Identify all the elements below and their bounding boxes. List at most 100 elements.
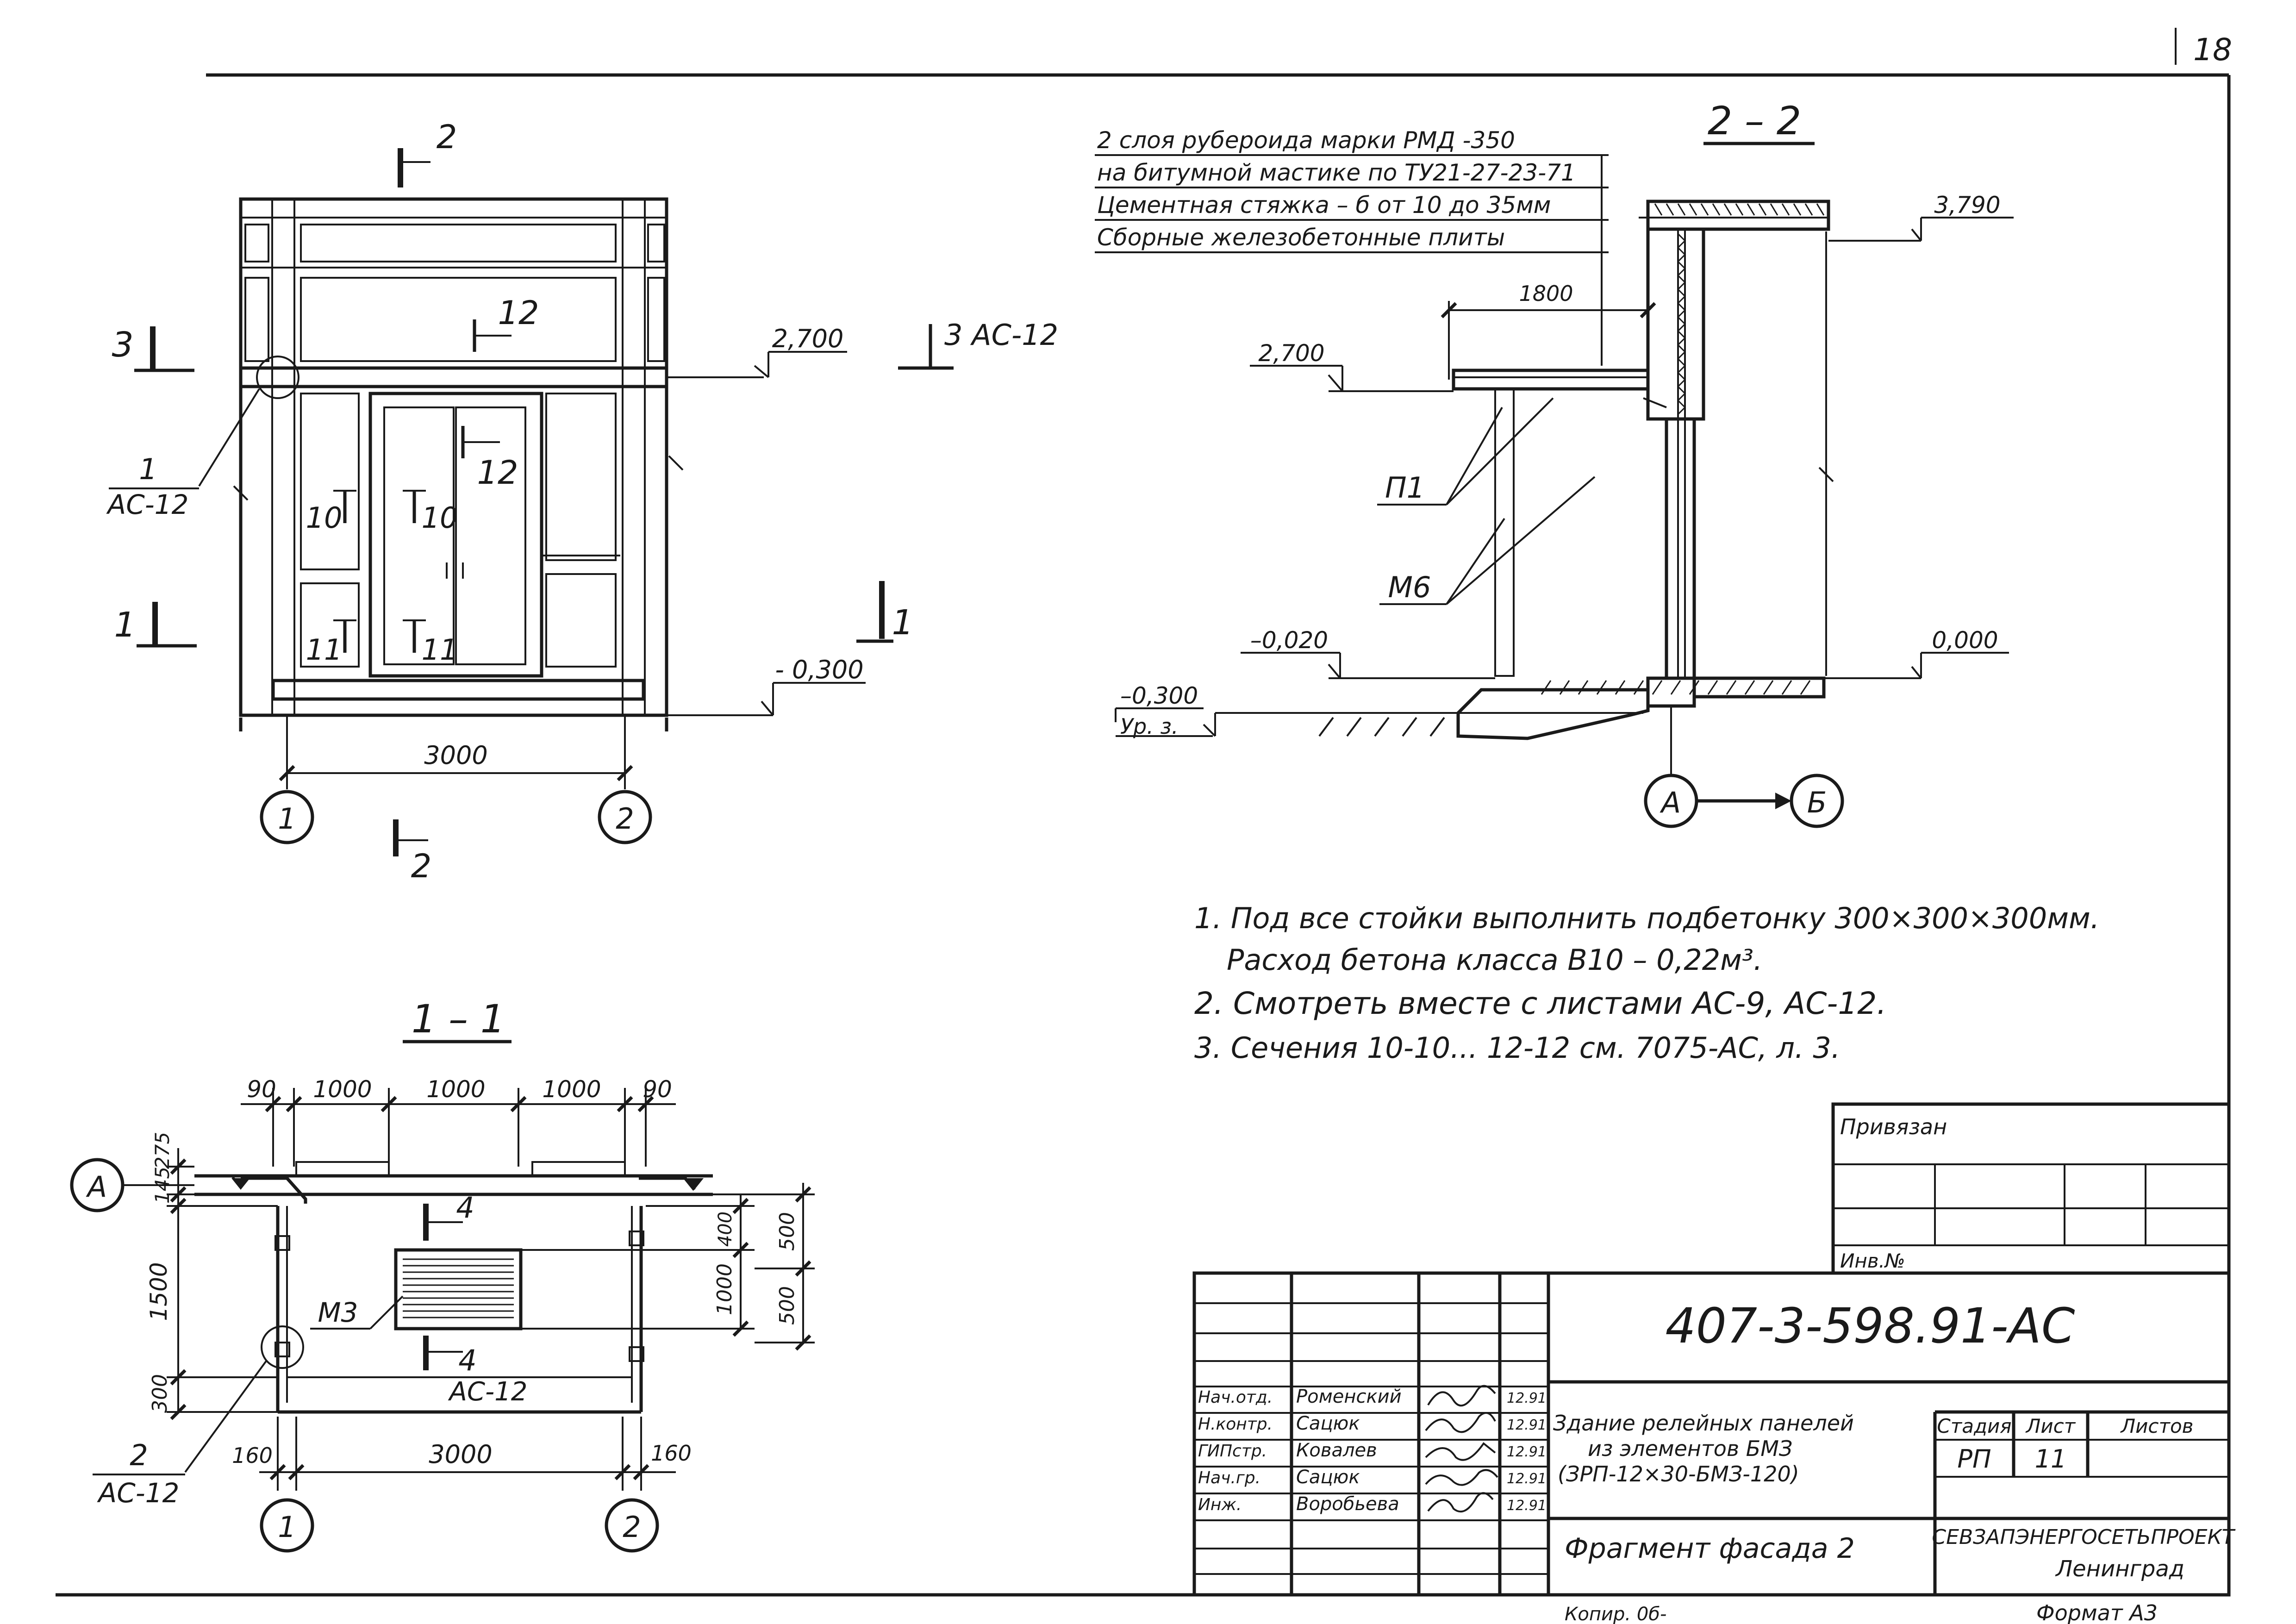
- hatch-line: [1770, 203, 1778, 216]
- section-mark-top: 2: [437, 118, 457, 156]
- axis-b-bubble: [1790, 774, 1844, 828]
- hatch-line: [1712, 203, 1721, 216]
- hatch-line: [1677, 372, 1686, 381]
- label-4-bottom: 4: [458, 1343, 476, 1377]
- level-000: 0,000: [1932, 627, 1998, 654]
- hatch-line: [1677, 295, 1686, 304]
- label-12-top: 12: [498, 294, 539, 332]
- hatch-line: [1677, 323, 1686, 332]
- label-12-door: 12: [477, 454, 518, 492]
- dim-right-1000: 1000: [713, 1263, 736, 1315]
- hatch-line: [1596, 680, 1607, 695]
- dim-160-right: 160: [651, 1441, 692, 1466]
- note-2: 2. Смотреть вместе с листами АС-9, АС-12…: [1194, 986, 1886, 1021]
- hatch-line: [1346, 717, 1362, 737]
- label-m3: М3: [318, 1297, 358, 1328]
- hatch-line: [1666, 203, 1674, 216]
- node-1-number: 1: [139, 452, 157, 486]
- roof-layer-2: на битумной мастике по ТУ21-27-23-71: [1097, 159, 1576, 186]
- sheet-no-value: 11: [2035, 1444, 2067, 1474]
- axis-1-bubble: [260, 790, 314, 844]
- date-3: 12.91: [1507, 1471, 1547, 1487]
- label-ac12: АС-12: [448, 1377, 528, 1407]
- stamp-grid-rows: [1194, 1302, 1548, 1575]
- note-1-continued: Расход бетона класса В10 – 0,22м³.: [1227, 943, 1763, 977]
- format-label: Формат А3: [2036, 1600, 2158, 1624]
- hatch-line: [1744, 680, 1755, 695]
- node-1-sheet: АС-12: [106, 489, 189, 520]
- hatch-line: [1677, 281, 1686, 290]
- hatch-line: [1541, 680, 1552, 695]
- hatch-line: [1735, 203, 1744, 216]
- section-axis-a: А: [1660, 786, 1681, 819]
- hatch-line: [1677, 309, 1686, 318]
- plan-1-1-title: 1 – 1: [412, 996, 505, 1042]
- hatch-line: [1559, 680, 1570, 695]
- signatures: [1425, 1385, 1498, 1513]
- hatch-line: [1747, 203, 1755, 216]
- hatch-line: [1677, 261, 1686, 269]
- elevation-axis-1: 1: [278, 802, 296, 836]
- label-p1: П1: [1385, 471, 1425, 505]
- stage-header: Стадия: [1937, 1415, 2011, 1437]
- hatch-line: [1677, 240, 1686, 249]
- label-11-left: 11: [306, 633, 343, 667]
- plan-1-1: 1 – 1 90 1000 1000 1000 90 А: [70, 996, 815, 1553]
- ground-label: Ур. з.: [1120, 714, 1179, 739]
- hatch-line: [1689, 203, 1697, 216]
- copied-label: Копир. 0б-: [1565, 1604, 1666, 1624]
- hatch-line: [1654, 203, 1663, 216]
- label-10-right: 10: [422, 501, 458, 535]
- mark-3-left: 3: [112, 325, 133, 365]
- sheet-header: Лист: [2025, 1415, 2076, 1437]
- hatch-line: [1723, 203, 1732, 216]
- name-3: Сацюк: [1296, 1467, 1360, 1488]
- hatch-line: [1677, 302, 1686, 311]
- hatch-line: [1700, 203, 1709, 216]
- hatch-line: [1707, 680, 1718, 695]
- hatch-line: [1677, 268, 1686, 276]
- hatch-line: [1677, 351, 1686, 360]
- notes: 1. Под все стойки выполнить подбетонку 3…: [1194, 901, 2099, 1065]
- plan-axis-2-bubble: [605, 1498, 659, 1553]
- dim-top-90-left: 90: [247, 1076, 276, 1103]
- level-2700: 2,700: [1258, 340, 1324, 367]
- document-code: 407-3-598.91-АС: [1666, 1298, 2075, 1354]
- dim-left-1500: 1500: [145, 1262, 172, 1321]
- hatch-line: [1633, 680, 1644, 695]
- plan-axis-1: 1: [278, 1510, 296, 1544]
- hatch-line: [1726, 680, 1737, 695]
- hatch-line: [1677, 247, 1686, 256]
- dim-top-1000-c: 1000: [542, 1076, 601, 1103]
- elevation-level-bottom: - 0,300: [775, 655, 863, 684]
- plan-axis-2: 2: [623, 1510, 641, 1544]
- roof-layers-note: 2 слоя рубероида марки РМД -350 на битум…: [1095, 127, 1609, 366]
- title-block: Привязан Инв.№ 407-3-598.91-АС Нач.отд. …: [1192, 1102, 2236, 1597]
- mark-1-right: 1: [892, 603, 913, 643]
- hatch-line: [1677, 337, 1686, 346]
- dim-left-275: 275: [151, 1132, 174, 1169]
- hatch-line: [1429, 717, 1445, 737]
- dim-right-400: 400: [715, 1212, 736, 1247]
- name-1: Сацюк: [1296, 1413, 1360, 1434]
- elevation-level-top: 2,700: [772, 324, 844, 353]
- dim-top-1000-b: 1000: [426, 1076, 485, 1103]
- level-minus-300: –0,300: [1120, 682, 1198, 709]
- label-11-right: 11: [422, 633, 458, 667]
- roof-layer-4: Сборные железобетонные плиты: [1097, 224, 1505, 251]
- m3-grille-lines: [403, 1258, 514, 1318]
- hatch-line: [1677, 254, 1686, 262]
- hatch-line: [1677, 233, 1686, 242]
- dim-top-90-right: 90: [643, 1076, 672, 1103]
- sheet-frame: 18 Копир. 0б- Формат А3: [56, 28, 2232, 1624]
- level-minus-020: –0,020: [1250, 627, 1328, 654]
- hatch-line: [1677, 379, 1686, 387]
- dim-left-145: 145: [151, 1167, 174, 1204]
- sheet-title: Фрагмент фасада 2: [1565, 1532, 1855, 1565]
- ground-hatch: [1318, 717, 1445, 737]
- hatch-line: [1677, 358, 1686, 367]
- hatch-line: [1677, 386, 1686, 394]
- elevation-dim-width: 3000: [424, 741, 487, 770]
- sheets-header: Листов: [2120, 1415, 2194, 1437]
